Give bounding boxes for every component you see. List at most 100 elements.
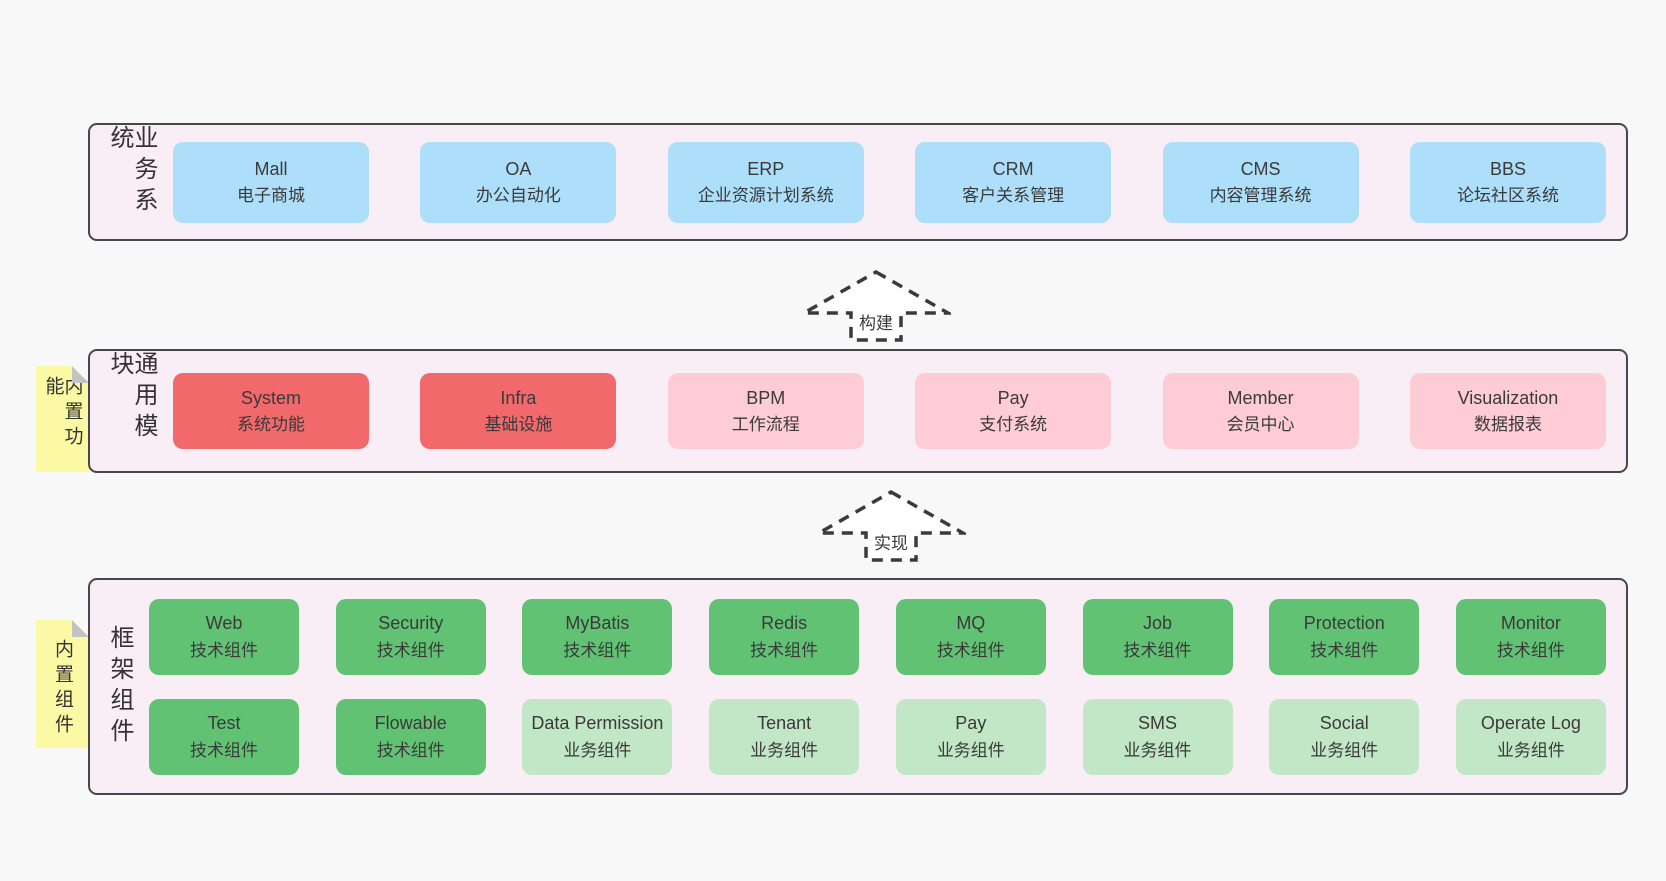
box-subtitle: 企业资源计划系统 <box>697 186 834 206</box>
box-title: Job <box>1143 613 1173 634</box>
box-subtitle: 办公自动化 <box>475 186 561 206</box>
sticky-note-built-in-components: 内置组件 <box>36 620 89 748</box>
box-title: SMS <box>1138 713 1178 734</box>
layer-framework-components: 框架组件 Web 技术组件 Security 技术组件 MyBatis 技术组件… <box>88 578 1628 795</box>
box-data-permission: Data Permission 业务组件 <box>522 698 673 775</box>
box-title: MyBatis <box>565 613 630 634</box>
box-subtitle: 技术组件 <box>563 640 632 660</box>
layer-common-modules: 通用模块 System 系统功能 Infra 基础设施 BPM 工作流程 Pay… <box>88 349 1628 473</box>
box-title: BBS <box>1489 158 1526 179</box>
box-flowable: Flowable 技术组件 <box>335 698 486 775</box>
box-erp: ERP 企业资源计划系统 <box>667 141 864 223</box>
box-pay-module: Pay 支付系统 <box>915 373 1112 449</box>
arrow-implement-label: 实现 <box>871 529 911 554</box>
box-title: CMS <box>1240 158 1281 179</box>
framework-components-row-1: Web 技术组件 Security 技术组件 MyBatis 技术组件 Redi… <box>149 598 1606 675</box>
box-subtitle: 技术组件 <box>190 640 258 660</box>
box-protection: Protection 技术组件 <box>1269 598 1420 675</box>
box-subtitle: 技术组件 <box>190 740 258 760</box>
sticky-note-label: 内置组件 <box>52 639 73 739</box>
business-systems-row: Mall 电子商城 OA 办公自动化 ERP 企业资源计划系统 CRM 客户关系… <box>173 141 1606 223</box>
framework-components-row-2: Test 技术组件 Flowable 技术组件 Data Permission … <box>149 698 1606 775</box>
box-mybatis: MyBatis 技术组件 <box>522 598 673 675</box>
box-subtitle: 业务组件 <box>936 740 1005 760</box>
box-mq: MQ 技术组件 <box>895 598 1046 675</box>
layer-label-business-systems: 业务系统 <box>106 125 157 218</box>
box-title: Visualization <box>1457 387 1559 408</box>
arrow-build-label: 构建 <box>856 309 896 334</box>
box-test: Test 技术组件 <box>149 698 299 775</box>
box-subtitle: 业务组件 <box>1496 740 1565 760</box>
box-title: Data Permission <box>531 713 664 734</box>
box-subtitle: 论坛社区系统 <box>1456 186 1559 206</box>
box-social: Social 业务组件 <box>1269 698 1420 775</box>
box-title: Monitor <box>1500 613 1561 634</box>
box-title: MQ <box>956 613 986 634</box>
box-title: System <box>240 387 301 408</box>
box-subtitle: 客户关系管理 <box>962 186 1065 206</box>
box-subtitle: 基础设施 <box>484 415 553 435</box>
box-crm: CRM 客户关系管理 <box>915 141 1112 223</box>
box-oa: OA 办公自动化 <box>420 141 617 223</box>
layer-business-systems: 业务系统 Mall 电子商城 OA 办公自动化 ERP 企业资源计划系统 CRM… <box>88 123 1628 241</box>
box-subtitle: 技术组件 <box>376 740 445 760</box>
sticky-fold-corner <box>72 620 89 637</box>
dashed-up-arrow-icon <box>816 489 966 562</box>
box-sms: SMS 业务组件 <box>1082 698 1233 775</box>
box-bbs: BBS 论坛社区系统 <box>1409 141 1606 223</box>
box-subtitle: 业务组件 <box>1310 740 1379 760</box>
box-title: Member <box>1227 387 1294 408</box>
layer-label-common-modules: 通用模块 <box>106 351 157 444</box>
box-subtitle: 技术组件 <box>750 640 819 660</box>
box-tenant: Tenant 业务组件 <box>709 698 860 775</box>
box-subtitle: 业务组件 <box>1123 740 1192 760</box>
box-redis: Redis 技术组件 <box>709 598 860 675</box>
box-subtitle: 技术组件 <box>376 640 445 660</box>
sticky-note-label: 内置功能 <box>42 376 83 451</box>
box-mall: Mall 电子商城 <box>173 141 369 223</box>
box-title: OA <box>505 158 532 179</box>
box-title: Web <box>205 613 243 634</box>
sticky-note-built-in-features: 内置功能 <box>36 366 89 472</box>
common-modules-row: System 系统功能 Infra 基础设施 BPM 工作流程 Pay 支付系统… <box>173 373 1606 449</box>
box-title: Tenant <box>757 713 812 734</box>
box-title: Protection <box>1303 613 1385 634</box>
box-title: CRM <box>992 158 1034 179</box>
box-web: Web 技术组件 <box>149 598 299 675</box>
box-subtitle: 技术组件 <box>1496 640 1565 660</box>
sticky-fold-corner <box>72 366 89 383</box>
box-subtitle: 业务组件 <box>750 740 819 760</box>
box-title: BPM <box>746 387 786 408</box>
box-visualization: Visualization 数据报表 <box>1409 373 1606 449</box>
box-infra: Infra 基础设施 <box>420 373 617 449</box>
layer-label-framework-components: 框架组件 <box>106 624 133 749</box>
box-subtitle: 系统功能 <box>237 415 305 435</box>
arrow-implement: 实现 <box>816 489 966 563</box>
box-title: Pay <box>997 387 1029 408</box>
box-member: Member 会员中心 <box>1162 373 1359 449</box>
arrow-build: 构建 <box>801 269 951 343</box>
box-system: System 系统功能 <box>173 373 369 449</box>
box-title: Social <box>1319 713 1369 734</box>
box-title: Operate Log <box>1480 713 1581 734</box>
box-subtitle: 技术组件 <box>1123 640 1192 660</box>
box-pay-component: Pay 业务组件 <box>895 698 1046 775</box>
box-subtitle: 电子商城 <box>237 186 305 206</box>
box-subtitle: 会员中心 <box>1226 415 1295 435</box>
box-title: Pay <box>955 713 987 734</box>
box-cms: CMS 内容管理系统 <box>1162 141 1359 223</box>
box-title: Infra <box>500 387 537 408</box>
box-title: Security <box>378 613 444 634</box>
box-subtitle: 内容管理系统 <box>1209 186 1312 206</box>
box-title: ERP <box>747 158 785 179</box>
box-title: Redis <box>761 613 808 634</box>
box-title: Mall <box>254 158 288 179</box>
box-security: Security 技术组件 <box>335 598 486 675</box>
box-subtitle: 支付系统 <box>979 415 1048 435</box>
box-subtitle: 技术组件 <box>1310 640 1379 660</box>
box-title: Test <box>207 713 241 734</box>
box-monitor: Monitor 技术组件 <box>1455 598 1606 675</box>
box-subtitle: 工作流程 <box>731 415 800 435</box>
box-bpm: BPM 工作流程 <box>667 373 864 449</box>
